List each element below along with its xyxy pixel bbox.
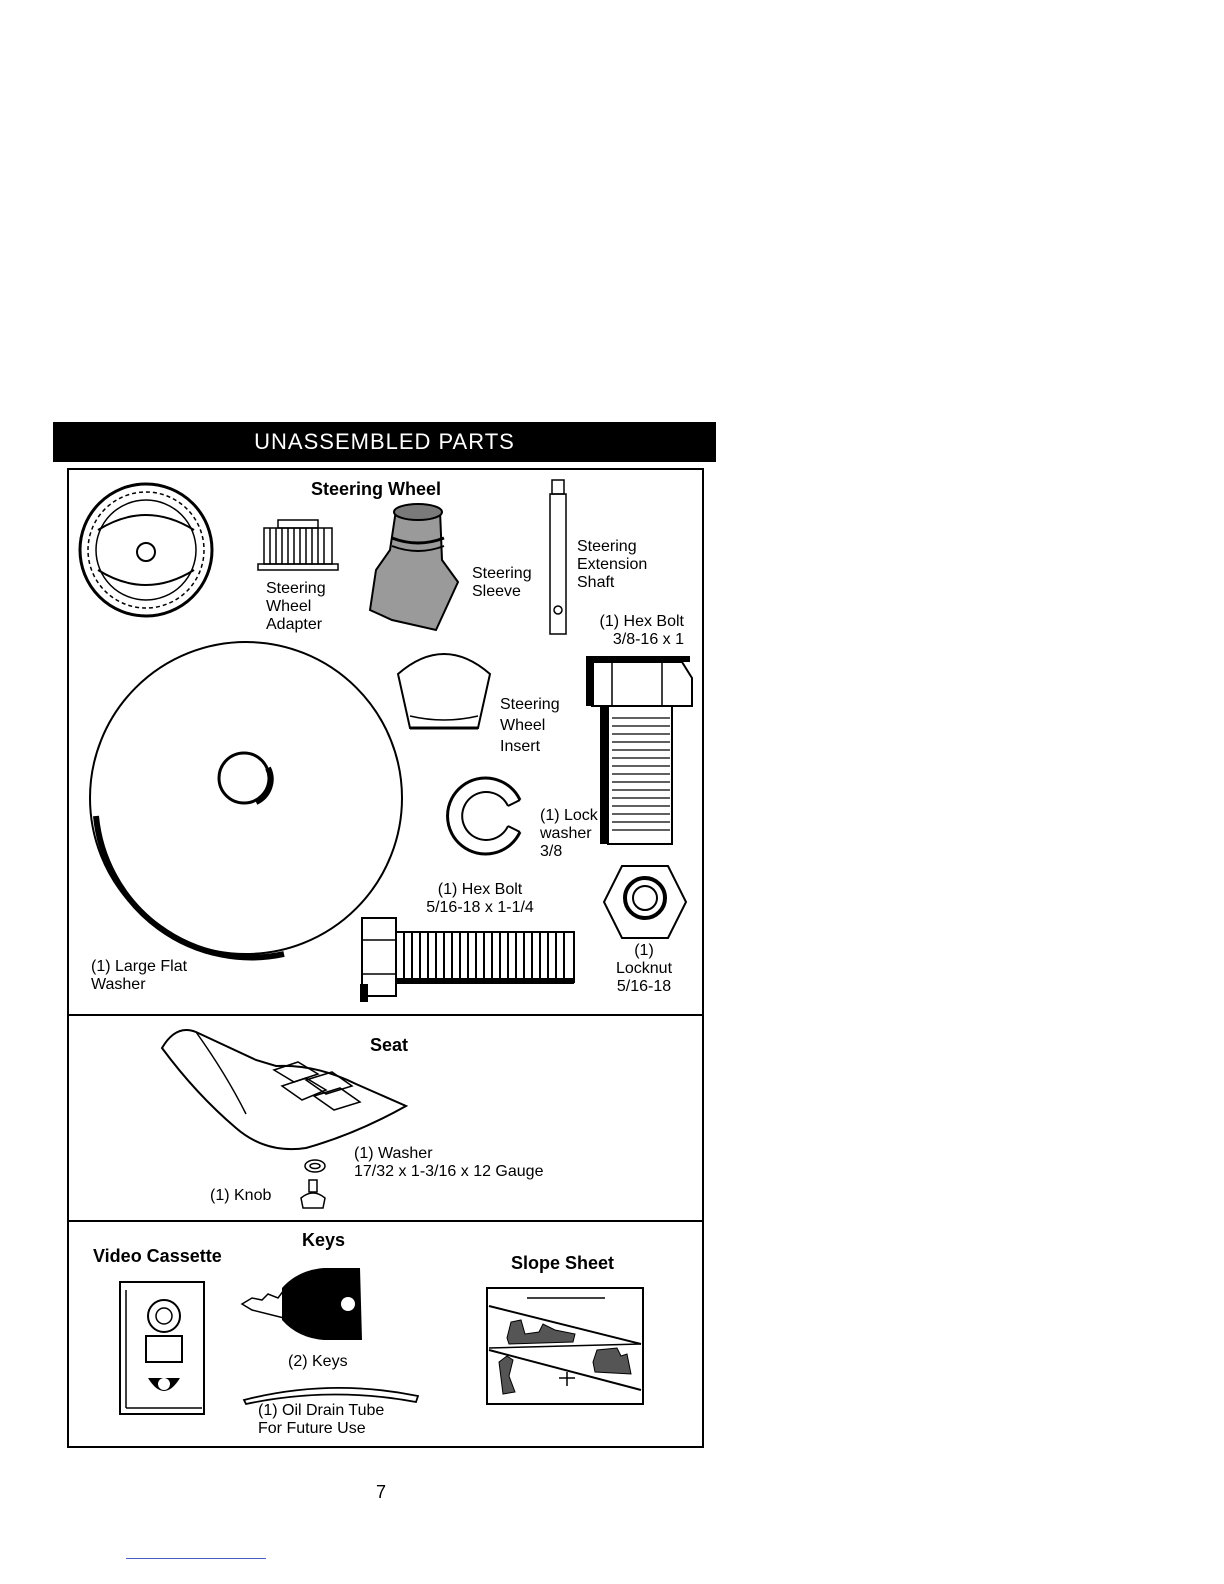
video-cassette-heading: Video Cassette (93, 1246, 222, 1266)
large-flat-washer-illustration (89, 641, 403, 961)
section-title: UNASSEMBLED PARTS (254, 429, 515, 454)
steering-wheel-insert-illustration (396, 653, 492, 730)
footer-rule (126, 1558, 266, 1559)
hex-bolt-large-label: (1) Hex Bolt 3/8-16 x 1 (599, 613, 684, 648)
hex-bolt-small-label: (1) Hex Bolt 5/16-18 x 1-1/4 (426, 881, 534, 916)
steering-wheel-illustration (78, 482, 214, 618)
hex-bolt-large-illustration (586, 656, 693, 845)
steering-extension-shaft-label: Steering Extension Shaft (577, 538, 648, 591)
seat-illustration (160, 1029, 409, 1151)
steering-sleeve-label: Steering Sleeve (472, 565, 532, 600)
steering-extension-shaft-illustration (549, 479, 567, 635)
video-cassette-illustration (119, 1281, 205, 1415)
steering-sleeve-illustration (368, 503, 460, 632)
steering-wheel-heading: Steering Wheel (311, 479, 442, 499)
divider-misc (67, 1220, 704, 1222)
locknut-label: (1) Locknut 5/16-18 (615, 942, 673, 995)
steering-wheel-adapter-illustration (257, 519, 339, 571)
hex-bolt-small-illustration (360, 917, 575, 1002)
slope-sheet-illustration (486, 1287, 644, 1405)
knob-illustration (300, 1179, 326, 1209)
seat-washer-label: (1) Washer 17/32 x 1-3/16 x 12 Gauge (354, 1145, 544, 1180)
steering-wheel-insert-label: Steering Wheel Insert (500, 696, 560, 755)
section-title-bar: UNASSEMBLED PARTS (53, 422, 716, 462)
seat-washer-illustration (304, 1159, 326, 1173)
lock-washer-label: (1) Lock washer 3/8 (540, 807, 598, 860)
page-number: 7 (376, 1482, 387, 1502)
key-illustration (240, 1268, 362, 1340)
locknut-illustration (602, 865, 688, 939)
seat-heading: Seat (370, 1035, 409, 1055)
slope-sheet-heading: Slope Sheet (511, 1253, 615, 1273)
lock-washer-illustration (446, 776, 522, 856)
oil-drain-tube-label: (1) Oil Drain Tube For Future Use (258, 1402, 385, 1437)
oil-drain-tube-illustration (242, 1387, 420, 1406)
keys-label: (2) Keys (288, 1353, 348, 1370)
parts-frame (67, 468, 704, 1448)
knob-label: (1) Knob (210, 1187, 272, 1204)
steering-wheel-adapter-label: Steering Wheel Adapter (266, 580, 326, 633)
large-flat-washer-label: (1) Large Flat Washer (91, 958, 188, 993)
divider-seat (67, 1014, 704, 1016)
keys-heading: Keys (302, 1230, 346, 1250)
